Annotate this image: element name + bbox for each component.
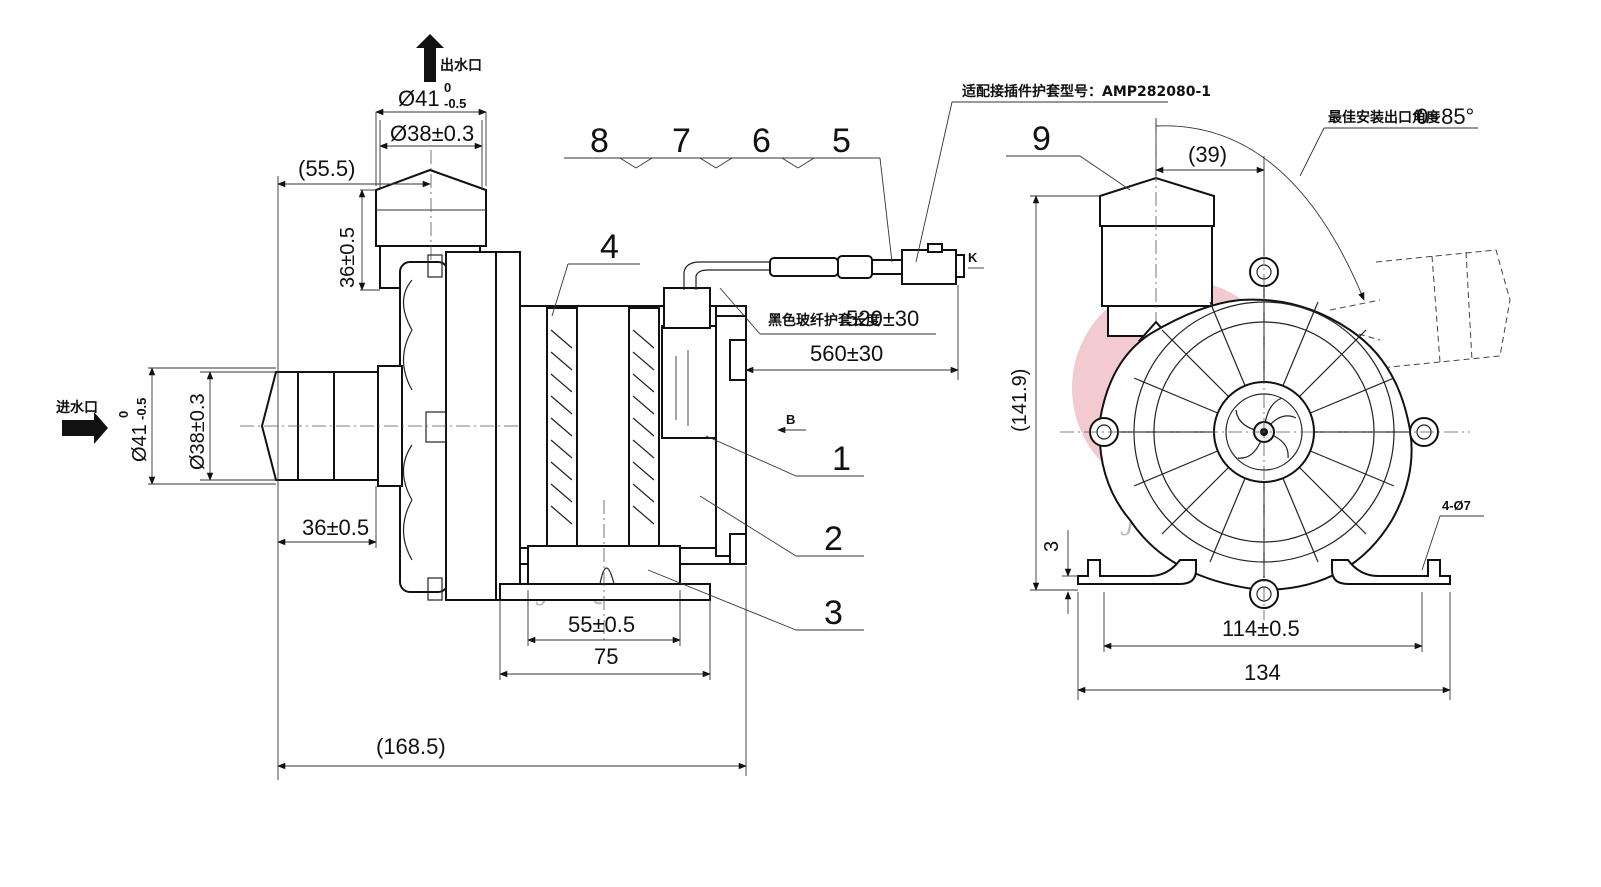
balloon-6: 6 <box>752 122 771 160</box>
side-view-dimensions: 出水口 Ø41 0 -0.5 Ø38±0.3 (55.5) 36±0.5 进水口… <box>56 34 1211 780</box>
dim-168-5: (168.5) <box>376 734 446 759</box>
inlet-arrow-icon <box>62 412 108 444</box>
dim-d41-top: Ø41 <box>398 86 440 111</box>
cable <box>683 261 770 290</box>
balloon-5: 5 <box>832 122 851 160</box>
front-view-dimensions: (39) 9 最佳安装出口角度 0~85° (141.9) 3 4-Ø7 114… <box>1006 104 1484 700</box>
outlet-arrow-icon <box>416 34 444 82</box>
balloon-4: 4 <box>600 228 619 266</box>
dim-d41-left: Ø41 <box>129 424 151 462</box>
inlet-label: 进水口 <box>56 399 98 416</box>
balloon-2: 2 <box>824 520 843 558</box>
base-bracket <box>499 583 711 601</box>
dim-75: 75 <box>594 644 618 669</box>
dim-560: 560±30 <box>810 341 883 366</box>
front-outlet-nozzle <box>1099 176 1215 227</box>
balloon-3: 3 <box>824 594 843 632</box>
connector-model-note: 适配接插件护套型号：AMP282080-1 <box>962 83 1211 100</box>
front-base <box>1077 559 1197 585</box>
balloon-1: 1 <box>832 440 851 478</box>
dim-141-9: (141.9) <box>1009 369 1031 432</box>
dim-520: 520±30 <box>846 306 919 331</box>
dim-55-5: (55.5) <box>298 156 355 181</box>
dim-d41-left-tol-up: 0 <box>116 411 131 418</box>
side-view <box>240 150 965 640</box>
best-angle-label: 最佳安装出口角度 <box>1328 109 1441 126</box>
dim-55: 55±0.5 <box>568 612 635 637</box>
dim-134: 134 <box>1244 660 1281 685</box>
dim-36-horizontal: 36±0.5 <box>302 515 369 540</box>
dim-d41-left-tol-down: -0.5 <box>134 398 149 420</box>
front-view <box>1060 120 1511 620</box>
balloon-7: 7 <box>672 122 691 160</box>
dim-d38-top: Ø38±0.3 <box>390 121 474 146</box>
dim-angle: 0~85° <box>1416 104 1474 129</box>
dim-d41-top-tol-down: -0.5 <box>444 96 466 111</box>
dim-d41-top-tol-up: 0 <box>444 80 451 95</box>
sheath-length-label: 黑色玻纤护套长度 <box>768 312 881 329</box>
balloon-leaders: 8 7 6 5 4 1 2 3 <box>551 122 893 632</box>
view-b-marker: B <box>786 412 795 427</box>
balloon-8: 8 <box>590 122 609 160</box>
dim-39: (39) <box>1188 142 1227 167</box>
clamp-bands <box>546 307 660 549</box>
dim-36-vertical: 36±0.5 <box>337 227 359 288</box>
dim-holes: 4-Ø7 <box>1442 498 1471 513</box>
balloon-9: 9 <box>1032 120 1051 158</box>
view-k-marker: K <box>968 250 978 265</box>
dim-d38-left: Ø38±0.3 <box>187 393 209 470</box>
dim-114: 114±0.5 <box>1222 616 1300 641</box>
volute-housing <box>399 261 449 593</box>
dim-3: 3 <box>1041 541 1063 552</box>
outlet-label: 出水口 <box>440 57 482 74</box>
label-plate <box>661 325 717 439</box>
